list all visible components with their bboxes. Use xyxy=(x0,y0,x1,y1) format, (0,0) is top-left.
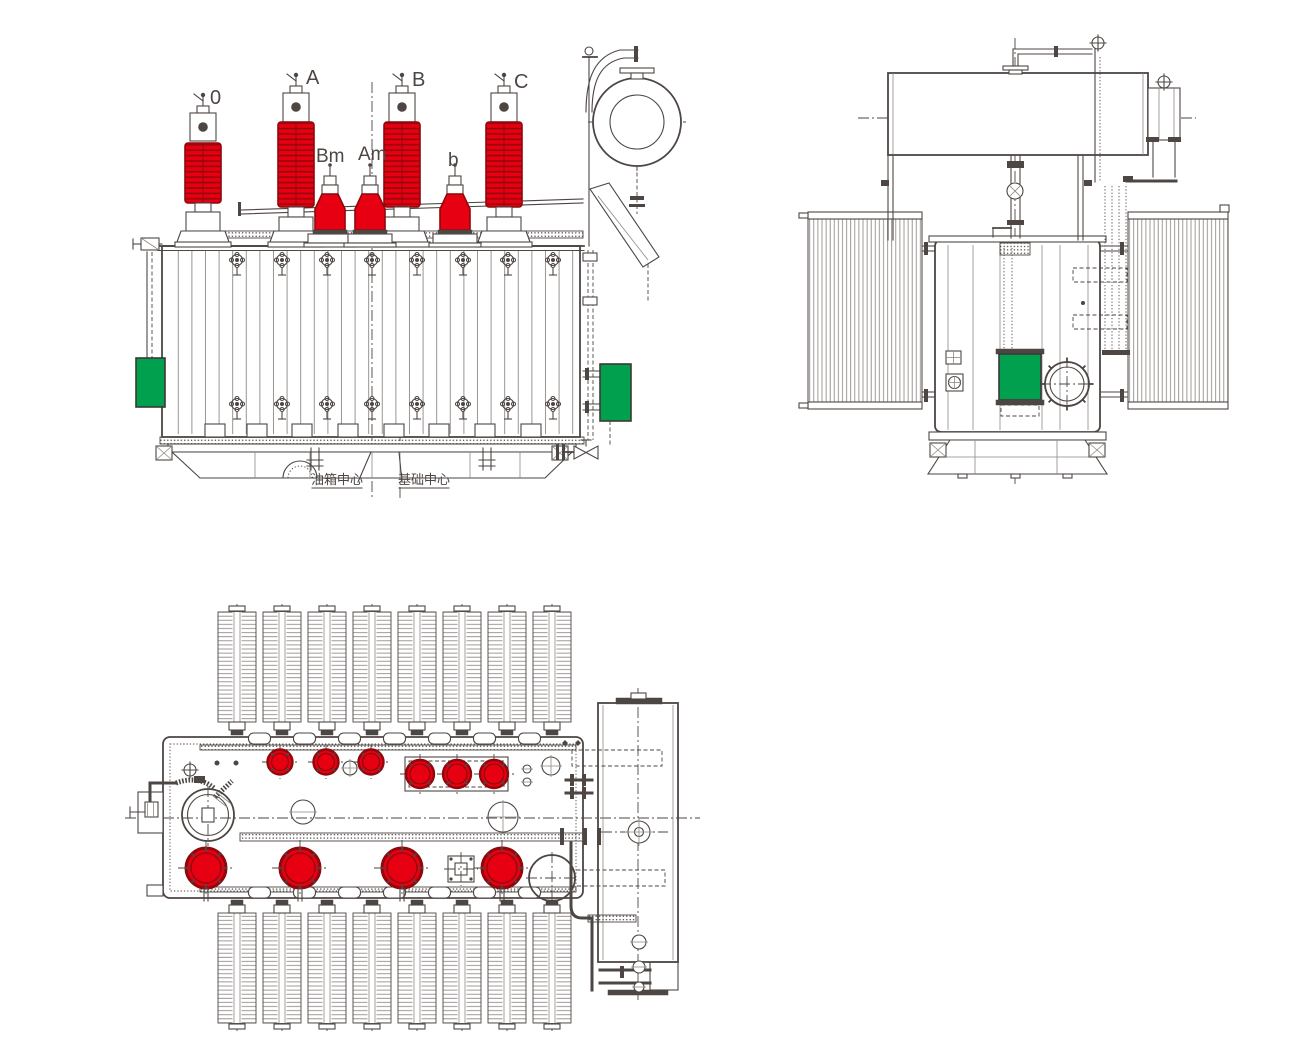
tap-changer-head xyxy=(148,760,239,846)
lv-bushings-plan xyxy=(260,743,391,781)
lv-bushing-Am: Am xyxy=(343,144,397,248)
base-skid-front xyxy=(155,436,599,479)
bushing-label-A: A xyxy=(306,67,320,89)
tank-center-callout: 油箱中心 xyxy=(311,472,363,487)
right-pipes-and-cabinet xyxy=(582,250,632,447)
hv-bushing-B: B xyxy=(373,69,431,248)
bushing-label-B: B xyxy=(412,69,425,91)
tank-front xyxy=(157,245,585,438)
conservator-inlet-pipes xyxy=(564,774,594,799)
hv-bushing-0: 0 xyxy=(174,87,232,248)
side-view xyxy=(798,34,1230,484)
conservator-end-box xyxy=(1123,73,1181,183)
tank-side xyxy=(928,235,1107,433)
base-side xyxy=(926,431,1109,479)
radiator-right-side xyxy=(1127,204,1230,410)
conservator-side xyxy=(881,34,1181,241)
radiator-left-side xyxy=(798,211,923,410)
base-clamp-left xyxy=(306,447,324,471)
conservator-front xyxy=(582,46,686,302)
buchholz-pipe xyxy=(992,154,1024,239)
square-inspection-fitting xyxy=(444,852,478,886)
gas-relay-box-left xyxy=(135,357,166,408)
base-clamp-right xyxy=(478,447,496,471)
manholes-plan xyxy=(289,799,578,904)
tank-feet-brackets xyxy=(204,423,542,438)
drain-valve xyxy=(556,439,599,460)
conservator-bottom-piping xyxy=(569,841,679,996)
radiator-stubs xyxy=(921,242,1129,402)
conservator-plan xyxy=(564,688,679,1000)
conservator-support xyxy=(589,182,660,302)
lv-bushing-Bm: Bm xyxy=(303,146,357,248)
foundation-center-callout: 基础中心 xyxy=(398,472,450,487)
plan-view xyxy=(125,603,700,1032)
control-cabinet-side xyxy=(995,348,1045,417)
bushing-label-b: b xyxy=(448,150,459,171)
cooling-control-box-right xyxy=(599,363,632,422)
bushing-label-Am: Am xyxy=(358,144,387,165)
bushing-label-Bm: Bm xyxy=(316,146,345,167)
lv-bushing-b: b xyxy=(428,150,482,248)
manhole-side xyxy=(1040,357,1094,411)
tertiary-bushings-frame xyxy=(398,752,516,796)
hv-bushing-A: A xyxy=(267,67,325,248)
hv-bushing-C: C xyxy=(475,71,533,248)
front-view: 油箱中心 基础中心 xyxy=(132,46,686,500)
small-fittings-plan xyxy=(521,740,581,787)
bushing-label-0: 0 xyxy=(210,87,221,109)
left-pipe-and-cabinet xyxy=(132,237,166,408)
conservator-legs xyxy=(881,154,1092,241)
pipe-bundle-right xyxy=(1072,186,1130,355)
hv-bushings-plan xyxy=(176,838,532,902)
bushing-label-C: C xyxy=(514,71,528,93)
callouts: 油箱中心 基础中心 xyxy=(311,451,450,489)
